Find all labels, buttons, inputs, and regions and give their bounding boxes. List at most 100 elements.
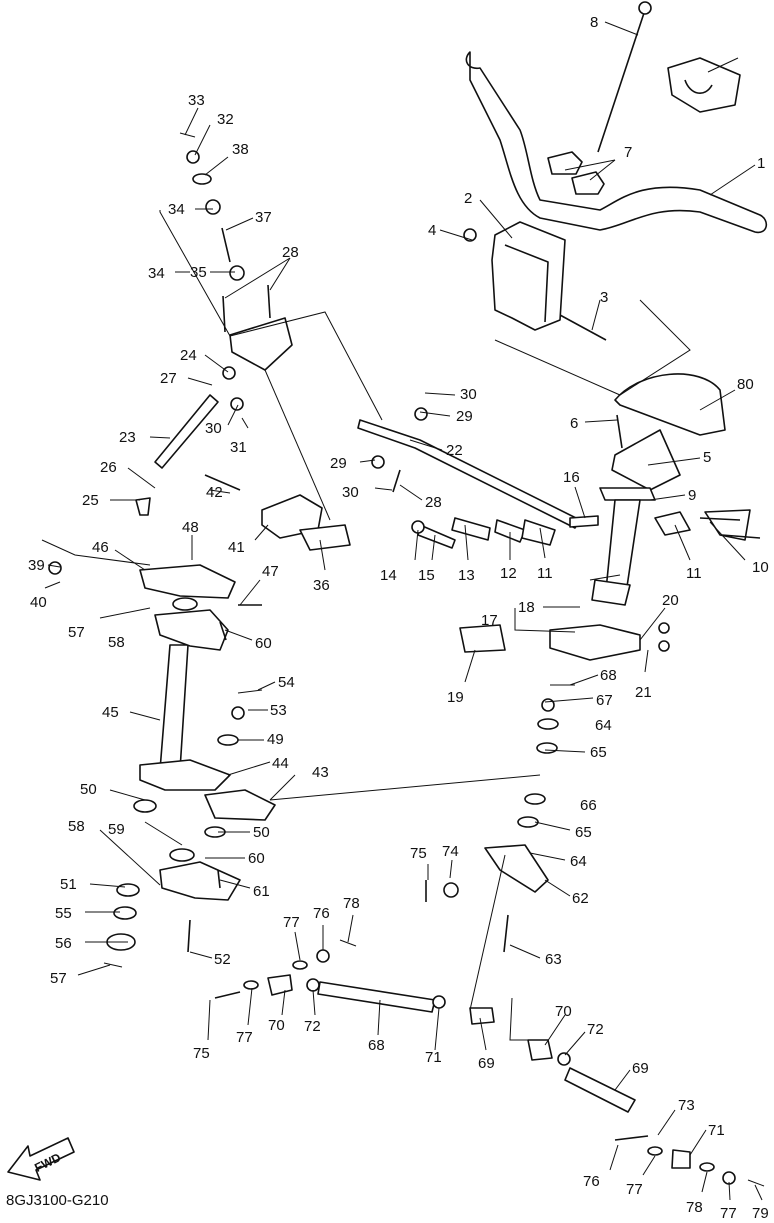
callout-label: 77 bbox=[720, 1205, 737, 1222]
steering-damper-arm bbox=[229, 317, 331, 521]
callout-label: 67 bbox=[596, 692, 613, 709]
callout-label: 22 bbox=[446, 442, 463, 459]
handlebar bbox=[465, 51, 768, 234]
callout-label: 40 bbox=[30, 594, 47, 611]
callout-label: 60 bbox=[255, 635, 272, 652]
callout-label: 65 bbox=[575, 824, 592, 841]
callout-label: 29 bbox=[456, 408, 473, 425]
callout-labels: 1 2 3 4 5 6 7 8 9 10 11 11 12 13 14 15 1… bbox=[28, 14, 769, 1222]
callout-label: 7 bbox=[624, 144, 632, 161]
callout-label: 37 bbox=[255, 209, 272, 226]
callout-label: 60 bbox=[248, 850, 265, 867]
callout-label: 58 bbox=[108, 634, 125, 651]
callout-label: 2 bbox=[464, 190, 472, 207]
callout-label: 55 bbox=[55, 905, 72, 922]
pitman-arm-lower bbox=[204, 789, 276, 821]
callout-label: 36 bbox=[313, 577, 330, 594]
steering-column-upper bbox=[591, 487, 656, 606]
callout-label: 16 bbox=[563, 469, 580, 486]
callout-label: 72 bbox=[304, 1018, 321, 1035]
callout-label: 71 bbox=[708, 1122, 725, 1139]
callout-label: 17 bbox=[481, 612, 498, 629]
callout-label: 45 bbox=[102, 704, 119, 721]
callout-label: 76 bbox=[313, 905, 330, 922]
callout-label: 64 bbox=[595, 717, 612, 734]
pitman-arm-upper bbox=[139, 564, 236, 599]
callout-label: 5 bbox=[703, 449, 711, 466]
drawing-code: 8GJ3100-G210 bbox=[6, 1192, 109, 1209]
callout-label: 12 bbox=[500, 565, 517, 582]
callout-label: 4 bbox=[428, 222, 436, 239]
callout-label: 48 bbox=[182, 519, 199, 536]
ball-joints bbox=[135, 497, 691, 1169]
callout-label: 8 bbox=[590, 14, 598, 31]
callout-label: 13 bbox=[458, 567, 475, 584]
callout-label: 21 bbox=[635, 684, 652, 701]
callout-label: 76 bbox=[583, 1173, 600, 1190]
callout-label: 18 bbox=[518, 599, 535, 616]
fwd-arrow-icon: FWD bbox=[7, 1137, 75, 1181]
callout-label: 68 bbox=[368, 1037, 385, 1054]
column-bracket bbox=[611, 429, 681, 491]
tie-rod-short bbox=[154, 394, 219, 469]
hardware-washers bbox=[106, 173, 715, 1172]
callout-label: 47 bbox=[262, 563, 279, 580]
relay-arm bbox=[484, 844, 549, 893]
callout-label: 52 bbox=[214, 951, 231, 968]
callout-label: 3 bbox=[600, 289, 608, 306]
callout-label: 73 bbox=[678, 1097, 695, 1114]
callout-label: 46 bbox=[92, 539, 109, 556]
callout-label: 77 bbox=[283, 914, 300, 931]
callout-label: 65 bbox=[590, 744, 607, 761]
callout-label: 44 bbox=[272, 755, 289, 772]
callout-label: 70 bbox=[268, 1017, 285, 1034]
callout-label: 14 bbox=[380, 567, 397, 584]
callout-label: 28 bbox=[282, 244, 299, 261]
handlebar-grip-cover bbox=[667, 57, 741, 113]
callout-label: 31 bbox=[230, 439, 247, 456]
callout-label: 38 bbox=[232, 141, 249, 158]
callout-label: 75 bbox=[193, 1045, 210, 1062]
callout-label: 30 bbox=[205, 420, 222, 437]
callout-label: 57 bbox=[68, 624, 85, 641]
hardware-bolts bbox=[187, 227, 761, 1141]
callout-label: 54 bbox=[278, 674, 295, 691]
callout-label: 49 bbox=[267, 731, 284, 748]
callout-label: 77 bbox=[626, 1181, 643, 1198]
callout-label: 72 bbox=[587, 1021, 604, 1038]
callout-label: 71 bbox=[425, 1049, 442, 1066]
callout-label: 70 bbox=[555, 1003, 572, 1020]
callout-label: 26 bbox=[100, 459, 117, 476]
callout-label: 33 bbox=[188, 92, 205, 109]
callout-label: 61 bbox=[253, 883, 270, 900]
callout-label: 43 bbox=[312, 764, 329, 781]
upper-holder-caps bbox=[547, 151, 605, 195]
callout-label: 30 bbox=[342, 484, 359, 501]
callout-label: 50 bbox=[253, 824, 270, 841]
callout-label: 80 bbox=[737, 376, 754, 393]
steering-shaft-main bbox=[139, 609, 231, 791]
callout-label: 23 bbox=[119, 429, 136, 446]
callout-label: 9 bbox=[688, 487, 696, 504]
callout-label: 27 bbox=[160, 370, 177, 387]
callout-label: 79 bbox=[752, 1205, 769, 1222]
callout-label: 42 bbox=[206, 484, 223, 501]
callout-label: 63 bbox=[545, 951, 562, 968]
callout-label: 56 bbox=[55, 935, 72, 952]
callout-label: 58 bbox=[68, 818, 85, 835]
callout-label: 29 bbox=[330, 455, 347, 472]
long-bolt bbox=[597, 1, 652, 153]
callout-label: 10 bbox=[752, 559, 769, 576]
callout-label: 20 bbox=[662, 592, 679, 609]
callout-label: 75 bbox=[410, 845, 427, 862]
assembly-frames bbox=[41, 210, 691, 1041]
column-cover bbox=[614, 373, 726, 436]
callout-label: 78 bbox=[686, 1199, 703, 1216]
callout-label: 41 bbox=[228, 539, 245, 556]
callout-label: 59 bbox=[108, 821, 125, 838]
callout-leaders bbox=[47, 21, 763, 1201]
drag-link bbox=[357, 419, 581, 529]
callout-label: 25 bbox=[82, 492, 99, 509]
callout-label: 34 bbox=[148, 265, 165, 282]
